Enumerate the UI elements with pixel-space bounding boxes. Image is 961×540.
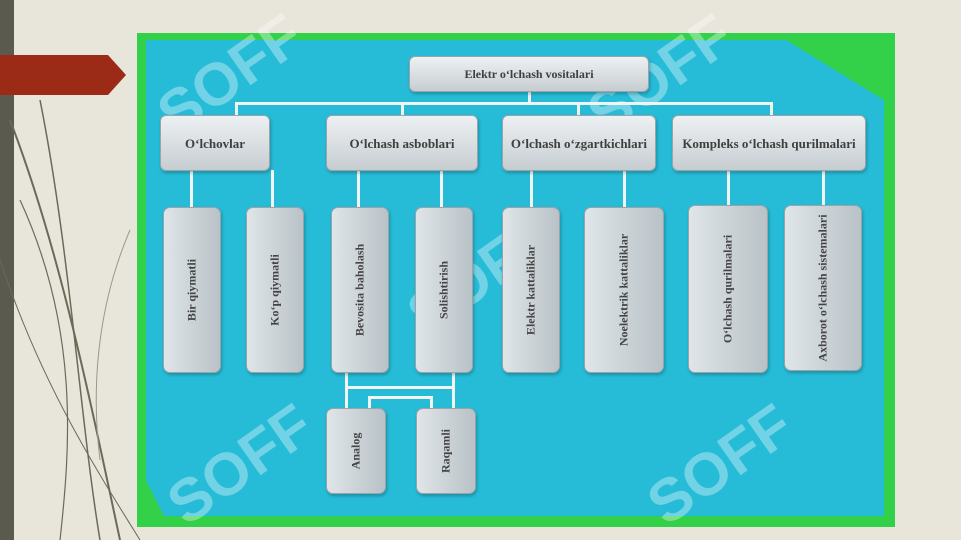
- sub-node: Raqamli: [416, 408, 476, 494]
- connector: [822, 170, 825, 210]
- connector: [235, 102, 238, 116]
- connector: [345, 386, 455, 389]
- category-node: Kompleks o‘lchash qurilmalari: [672, 115, 866, 171]
- connector: [368, 396, 371, 410]
- connector: [271, 170, 274, 210]
- connector: [401, 102, 404, 116]
- arrow-marker: [0, 55, 126, 95]
- left-strip: [0, 0, 14, 540]
- leaf-node: Ko‘p qiymatli: [246, 207, 304, 373]
- connector: [452, 372, 455, 408]
- category-node: O‘lchash asboblari: [326, 115, 478, 171]
- connector: [440, 170, 443, 210]
- category-node: O‘lchash o‘zgartkichlari: [502, 115, 656, 171]
- sub-node: Analog: [326, 408, 386, 494]
- leaf-node: Bir qiymatli: [163, 207, 221, 373]
- leaf-node: Axborot o‘lchash sistemalari: [784, 205, 862, 371]
- connector: [770, 102, 773, 116]
- root-node: Elektr o‘lchash vositalari: [409, 56, 649, 92]
- connector: [577, 102, 580, 116]
- connector: [530, 170, 533, 210]
- connector: [430, 396, 433, 410]
- connector: [727, 170, 730, 210]
- connector: [190, 170, 193, 210]
- leaf-node: Noelektrik kattaliklar: [584, 207, 664, 373]
- category-node: O‘lchovlar: [160, 115, 270, 171]
- connector: [528, 92, 531, 104]
- connector: [368, 396, 432, 399]
- connector: [357, 170, 360, 210]
- connector: [345, 372, 348, 408]
- leaf-node: O‘lchash qurilmalari: [688, 205, 768, 373]
- leaf-node: Bevosita baholash: [331, 207, 389, 373]
- connector: [235, 102, 773, 105]
- connector: [623, 170, 626, 210]
- leaf-node: Solishtirish: [415, 207, 473, 373]
- leaf-node: Elektr kattaliklar: [502, 207, 560, 373]
